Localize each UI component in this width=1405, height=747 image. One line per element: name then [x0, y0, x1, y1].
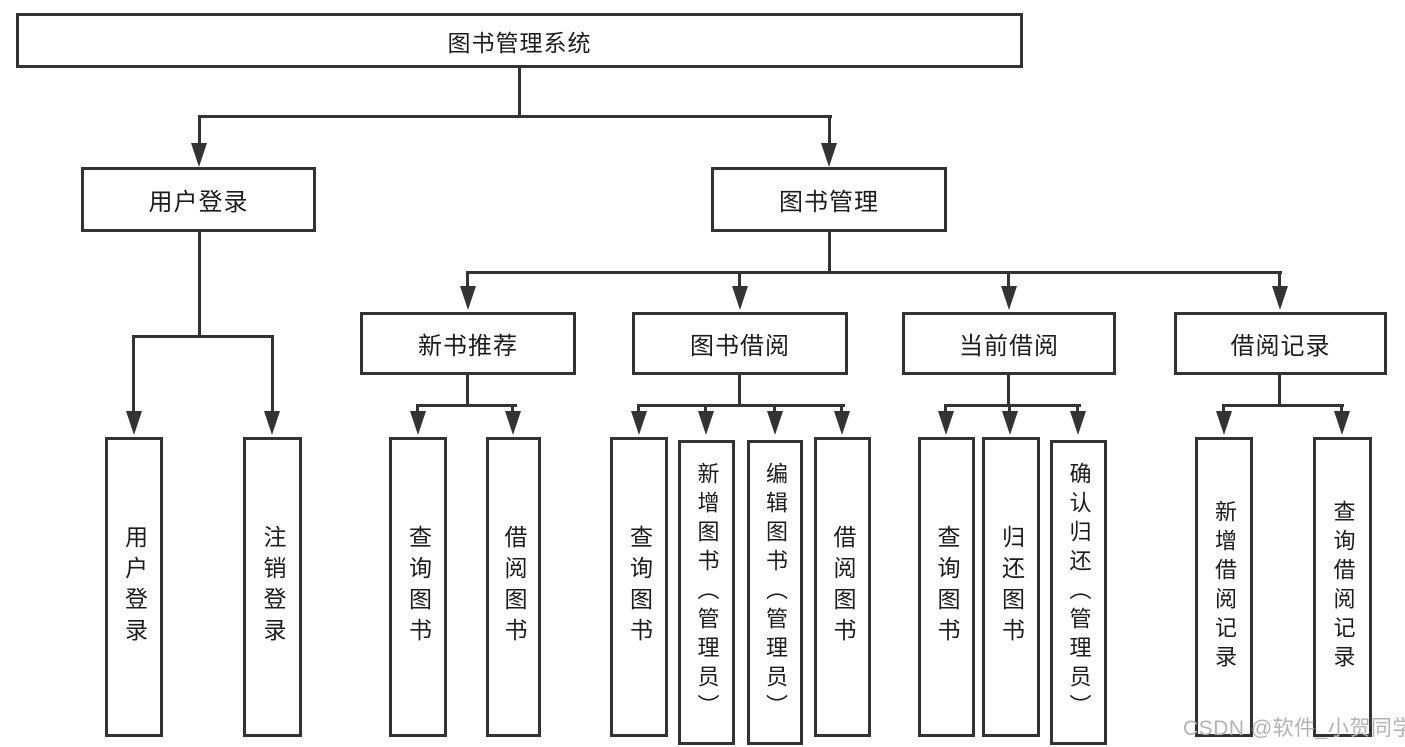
connector-drop-records [1278, 271, 1281, 288]
connector-drop-user-login [198, 115, 201, 147]
node-root: 图书管理系统 [16, 13, 1023, 68]
leaf-logout: 注销登录 [243, 437, 302, 737]
connector-borrow-stub [738, 375, 741, 407]
arrow-to-book-mgmt [821, 143, 837, 167]
arrow-to-logout-leaf [264, 411, 280, 435]
connector-book-mgmt-stub [828, 232, 831, 273]
connector-root-splitter [198, 115, 832, 118]
leaf-borrow-books-recommend: 借阅图书 [486, 437, 541, 737]
arrow-to-borrow-1 [505, 411, 521, 435]
arrow-to-query-2 [631, 411, 647, 435]
connector-book-mgmt-splitter [466, 271, 1282, 274]
connector-drop-query-2 [637, 404, 640, 414]
connector-drop-edit-book [773, 404, 776, 414]
connector-drop-query-3 [944, 404, 947, 414]
arrow-to-records [1272, 286, 1288, 310]
node-borrow-records: 借阅记录 [1174, 312, 1387, 375]
connector-current-stub [1007, 375, 1010, 407]
leaf-query-books-recommend: 查询图书 [389, 437, 447, 737]
node-new-book-recommend: 新书推荐 [360, 312, 576, 375]
connector-drop-new-book [466, 271, 469, 288]
arrow-to-query-3 [938, 411, 954, 435]
connector-records-stub [1278, 375, 1281, 407]
arrow-to-add-book [698, 411, 714, 435]
leaf-borrow-books: 借阅图书 [814, 437, 871, 737]
connector-drop-current [1007, 271, 1010, 288]
csdn-watermark: CSDN @软件_小贺同学 [1183, 717, 1405, 740]
arrow-to-user-login [191, 143, 207, 167]
node-current-borrow: 当前借阅 [902, 312, 1116, 375]
leaf-add-book-admin: 新增图书（管理员） [678, 440, 735, 745]
connector-drop-add-rec [1222, 404, 1225, 414]
connector-current-splitter [944, 404, 1081, 407]
arrow-to-borrow-2 [834, 411, 850, 435]
connector-user-login-stub [198, 232, 201, 338]
arrow-to-edit-book [767, 411, 783, 435]
connector-drop-book-mgmt [828, 115, 831, 147]
connector-drop-borrow [738, 271, 741, 288]
connector-drop-logout-leaf [271, 335, 274, 413]
connector-drop-borrow-1 [511, 404, 514, 414]
connector-user-login-splitter [132, 335, 274, 338]
connector-new-book-splitter [416, 404, 517, 407]
arrow-to-return [1002, 411, 1018, 435]
connector-borrow-splitter [637, 404, 845, 407]
connector-records-splitter [1222, 404, 1344, 407]
connector-drop-confirm [1076, 404, 1079, 414]
leaf-return-books: 归还图书 [982, 437, 1040, 737]
leaf-query-books-current: 查询图书 [918, 437, 975, 737]
connector-root-trunk [518, 68, 521, 117]
arrow-to-new-book [460, 286, 476, 310]
leaf-query-books-borrow: 查询图书 [610, 437, 668, 737]
leaf-query-borrow-record: 查询借阅记录 [1313, 437, 1372, 737]
leaf-user-login: 用户登录 [105, 437, 163, 737]
arrow-to-confirm [1070, 411, 1086, 435]
connector-new-book-stub [466, 375, 469, 407]
leaf-add-borrow-record: 新增借阅记录 [1195, 437, 1253, 737]
arrow-to-current [1001, 286, 1017, 310]
arrow-to-login-leaf [126, 411, 142, 435]
arrow-to-query-rec [1334, 411, 1350, 435]
connector-drop-borrow-2 [840, 404, 843, 414]
connector-drop-query-1 [416, 404, 419, 414]
leaf-edit-book-admin: 编辑图书（管理员） [747, 440, 803, 745]
connector-drop-return [1008, 404, 1011, 414]
node-book-mgmt: 图书管理 [711, 167, 947, 232]
connector-drop-add-book [704, 404, 707, 414]
node-user-login: 用户登录 [81, 167, 316, 232]
arrow-to-query-1 [410, 411, 426, 435]
leaf-confirm-return-admin: 确认归还（管理员） [1050, 440, 1107, 745]
arrow-to-add-rec [1216, 411, 1232, 435]
connector-drop-query-rec [1340, 404, 1343, 414]
node-book-borrow: 图书借阅 [632, 312, 848, 375]
connector-drop-login-leaf [132, 335, 135, 413]
arrow-to-borrow [732, 286, 748, 310]
